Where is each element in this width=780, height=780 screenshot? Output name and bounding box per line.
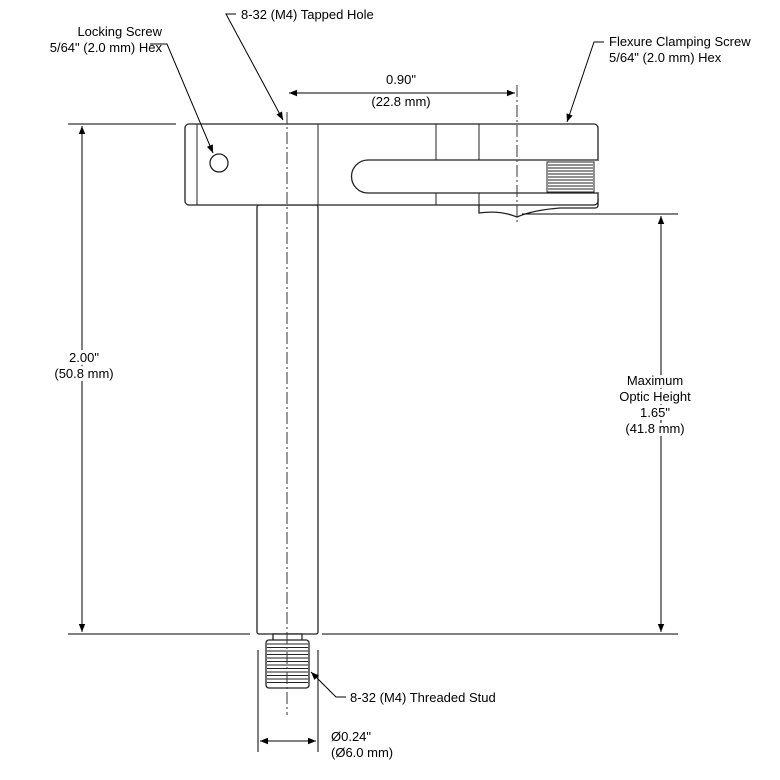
leader-threaded-stud [310,671,346,698]
label-optic-height-3: 1.65" [640,405,670,420]
label-width-in: 0.90" [386,72,416,87]
label-height-mm: (50.8 mm) [54,366,113,381]
label-diameter-mm: (Ø6.0 mm) [331,745,393,760]
clamp-body [184,123,599,218]
label-optic-height-1: Maximum [627,373,683,388]
label-height-in: 2.00" [69,350,99,365]
label-locking-screw-2: 5/64" (2.0 mm) Hex [50,40,163,55]
label-optic-height-4: (41.8 mm) [625,421,684,436]
leader-tapped-hole [225,13,284,121]
label-tapped-hole: 8-32 (M4) Tapped Hole [241,7,374,22]
label-threaded-stud: 8-32 (M4) Threaded Stud [350,690,496,705]
label-locking-screw-1: Locking Screw [77,24,162,39]
label-flexure-screw-2: 5/64" (2.0 mm) Hex [609,50,722,65]
flexure-screw-thread [546,161,595,193]
label-optic-height-2: Optic Height [619,389,691,404]
label-diameter-in: Ø0.24" [331,729,371,744]
label-width-mm: (22.8 mm) [371,94,430,109]
locking-screw-hole [209,153,229,173]
leader-locking-screw [150,43,214,154]
leader-flexure-screw [566,41,604,123]
label-flexure-screw-1: Flexure Clamping Screw [609,34,751,49]
